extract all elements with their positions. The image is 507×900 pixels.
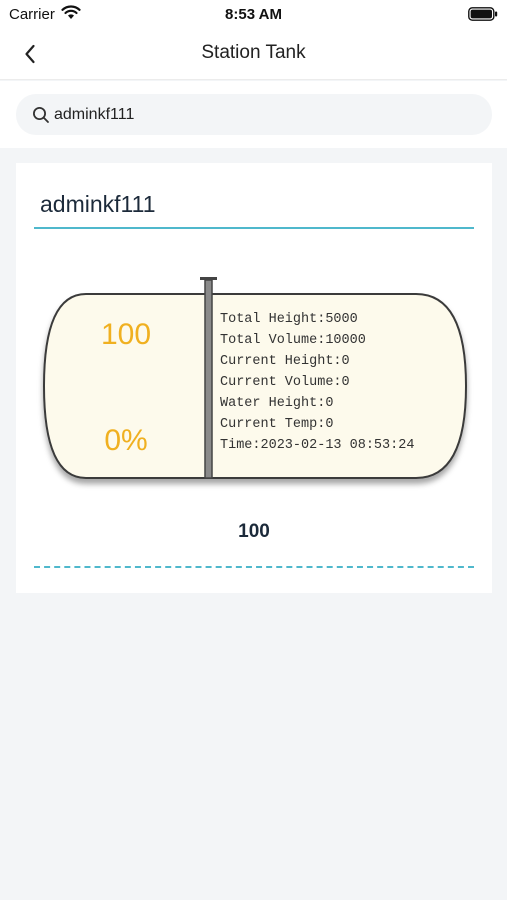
nav-bar: Station Tank	[0, 28, 507, 80]
info-current-height: Current Height:0	[220, 354, 350, 369]
wifi-icon	[61, 5, 81, 25]
info-total-volume: Total Volume:10000	[220, 333, 366, 348]
tank-capacity-label: 100	[238, 521, 270, 542]
tank-info-list: Total Height:5000 Total Volume:10000 Cur…	[220, 309, 414, 456]
info-time: Time:2023-02-13 08:53:24	[220, 438, 415, 453]
status-time: 8:53 AM	[225, 6, 282, 23]
info-current-temp: Current Temp:0	[220, 417, 334, 432]
search-box[interactable]	[16, 94, 492, 135]
carrier-label: Carrier	[9, 6, 55, 23]
tank-body	[42, 293, 468, 479]
title-underline	[34, 227, 474, 229]
dipstick	[204, 279, 213, 479]
page-title: Station Tank	[201, 42, 306, 63]
search-icon	[32, 106, 50, 129]
info-water-height: Water Height:0	[220, 396, 334, 411]
info-total-height: Total Height:5000	[220, 312, 358, 327]
search-input[interactable]	[54, 94, 474, 135]
station-name: adminkf111	[40, 191, 156, 217]
tank-level-value: 100	[100, 318, 152, 351]
search-area	[0, 81, 507, 148]
tank-graphic	[42, 277, 468, 479]
tank-card: adminkf111 100 0% Total Height:5000 Tota…	[16, 163, 492, 593]
chevron-left-icon	[25, 44, 35, 64]
status-bar: Carrier 8:53 AM	[0, 0, 507, 28]
battery-icon	[468, 7, 498, 26]
dipstick-cap	[200, 277, 217, 280]
dashed-divider	[34, 566, 474, 568]
back-button[interactable]	[14, 40, 46, 68]
tank-level-percent: 0%	[104, 424, 148, 457]
info-current-volume: Current Volume:0	[220, 375, 350, 390]
